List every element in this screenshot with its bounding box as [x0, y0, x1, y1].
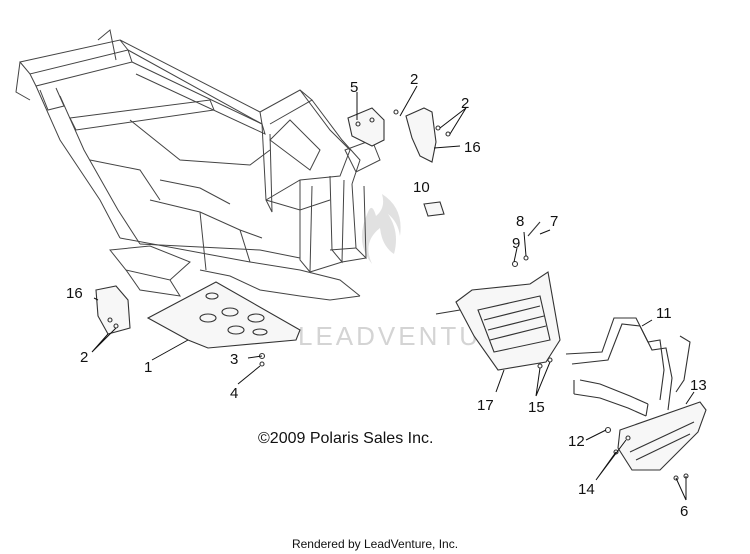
callout-14: 14 [578, 481, 595, 498]
flame-logo-icon [361, 194, 401, 264]
panel-part-16-left [95, 285, 131, 335]
callout-2-left: 2 [80, 349, 88, 366]
callouts: 5 2 2 16 10 16 2 1 3 4 9 8 7 17 15 11 13… [66, 71, 707, 520]
bolt-part-12 [604, 426, 612, 434]
callout-10: 10 [413, 179, 430, 196]
callout-4: 4 [230, 385, 238, 402]
skid-plate-part-1 [146, 281, 301, 367]
callout-7: 7 [550, 213, 558, 230]
callout-13: 13 [690, 377, 707, 394]
callout-12: 12 [568, 433, 585, 450]
callout-15: 15 [528, 399, 545, 416]
leader-lines [91, 85, 695, 501]
callout-2-top: 2 [410, 71, 418, 88]
skid-plate-part-13 [613, 401, 707, 481]
callout-1: 1 [144, 359, 152, 376]
callout-11: 11 [656, 305, 672, 322]
callout-5: 5 [350, 79, 358, 96]
callout-9: 9 [512, 235, 520, 252]
callout-17: 17 [477, 397, 494, 414]
callout-16-top: 16 [464, 139, 481, 156]
copyright-text: ©2009 Polaris Sales Inc. [258, 430, 434, 447]
callout-2-right: 2 [461, 95, 469, 112]
callout-16-left: 16 [66, 285, 83, 302]
panel-part-16-top [393, 107, 451, 163]
grille-part-17 [435, 221, 561, 371]
pad-part-10 [423, 201, 445, 217]
callout-8: 8 [516, 213, 524, 230]
rendered-by-footer: Rendered by LeadVenture, Inc. [291, 537, 459, 551]
callout-3: 3 [230, 351, 238, 368]
bracket-part-5 [347, 107, 385, 147]
vehicle-frame [15, 29, 381, 301]
front-rack-part-11 [565, 317, 691, 417]
callout-6: 6 [680, 503, 688, 520]
